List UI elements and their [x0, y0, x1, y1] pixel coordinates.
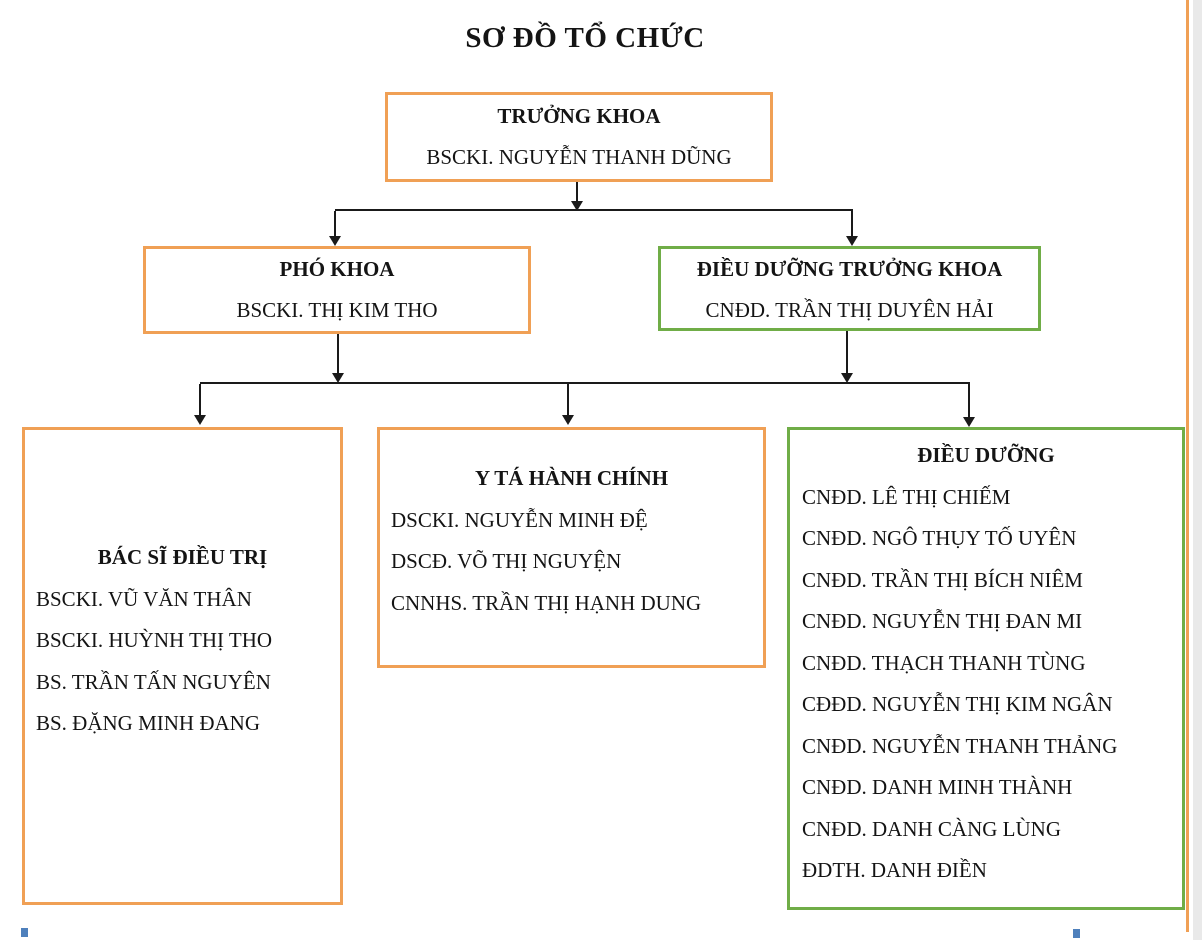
list-item: BSCKI. VŨ VĂN THÂN: [36, 586, 252, 611]
role-y-ta-hanh-chinh: Y TÁ HÀNH CHÍNH: [474, 466, 669, 490]
physician-list: BSCKI. VŨ VĂN THÂN BSCKI. HUỲNH THỊ THO …: [25, 579, 340, 745]
arrowhead-icon: [194, 415, 206, 425]
list-item: CNĐD. DANH CÀNG LÙNG: [802, 816, 1061, 841]
admin-nurse-list: DSCKI. NGUYỄN MINH ĐỆ DSCĐ. VÕ THỊ NGUYỆ…: [380, 500, 763, 625]
connector-line: [200, 382, 970, 384]
connector-line: [851, 211, 853, 237]
list-item: BSCKI. HUỲNH THỊ THO: [36, 628, 273, 652]
page-title: SƠ ĐỒ TỔ CHỨC: [465, 22, 705, 54]
list-item: CNĐD. DANH MINH THÀNH: [802, 775, 1073, 799]
list-item: CNĐD. NGUYỄN THANH THẢNG: [802, 733, 1118, 758]
list-item: CNĐD. NGÔ THỤY TỐ UYÊN: [802, 526, 1077, 550]
list-item: CNĐD. NGUYỄN THỊ ĐAN MI: [802, 609, 1083, 633]
arrowhead-icon: [571, 201, 583, 211]
name-truong-khoa: BSCKI. NGUYỄN THANH DŨNG: [426, 145, 732, 169]
list-item: CNĐD. THẠCH THANH TÙNG: [802, 650, 1086, 675]
connector-line: [335, 209, 853, 211]
list-item: ĐDTH. DANH ĐIỀN: [802, 858, 987, 882]
arrowhead-icon: [332, 373, 344, 383]
connector-line: [968, 384, 970, 417]
arrowhead-icon: [846, 236, 858, 246]
role-truong-khoa: TRƯỞNG KHOA: [497, 104, 661, 128]
role-dieu-duong: ĐIỀU DƯỠNG: [917, 443, 1055, 467]
list-item: DSCĐ. VÕ THỊ NGUYỆN: [391, 549, 622, 573]
shape-resize-handle[interactable]: [1073, 929, 1080, 938]
list-item: CĐĐD. NGUYỄN THỊ KIM NGÂN: [802, 692, 1113, 716]
list-item: DSCKI. NGUYỄN MINH ĐỆ: [391, 507, 648, 532]
page-edge-strip: [1193, 0, 1202, 940]
connector-line: [567, 384, 569, 416]
name-dieu-duong-truong-khoa: CNĐD. TRẦN THỊ DUYÊN HẢI: [705, 298, 994, 322]
canvas-right-border: [1186, 0, 1189, 932]
list-item: BS. ĐẶNG MINH ĐANG: [36, 711, 261, 735]
shape-resize-handle[interactable]: [21, 928, 28, 937]
arrowhead-icon: [562, 415, 574, 425]
name-pho-khoa: BSCKI. THỊ KIM THO: [236, 298, 438, 322]
role-bac-si-dieu-tri: BÁC SĨ ĐIỀU TRỊ: [97, 545, 268, 569]
role-dieu-duong-truong-khoa: ĐIỀU DƯỠNG TRƯỞNG KHOA: [696, 257, 1003, 281]
arrowhead-icon: [329, 236, 341, 246]
connector-line: [199, 384, 201, 416]
list-item: CNĐD. LÊ THỊ CHIẾM: [802, 484, 1011, 509]
box-dieu-duong-truong-khoa: ĐIỀU DƯỠNG TRƯỞNG KHOA CNĐD. TRẦN THỊ DU…: [658, 246, 1041, 331]
role-pho-khoa: PHÓ KHOA: [279, 257, 395, 281]
arrowhead-icon: [841, 373, 853, 383]
connector-line: [337, 334, 339, 374]
box-y-ta-hanh-chinh: Y TÁ HÀNH CHÍNH DSCKI. NGUYỄN MINH ĐỆ DS…: [377, 427, 766, 668]
box-truong-khoa: TRƯỞNG KHOA BSCKI. NGUYỄN THANH DŨNG: [385, 92, 773, 182]
nurse-list: CNĐD. LÊ THỊ CHIẾM CNĐD. NGÔ THỤY TỐ UYÊ…: [790, 477, 1182, 892]
arrowhead-icon: [963, 417, 975, 427]
connector-line: [576, 182, 578, 203]
list-item: BS. TRẦN TẤN NGUYÊN: [36, 669, 271, 694]
box-dieu-duong: ĐIỀU DƯỠNG CNĐD. LÊ THỊ CHIẾM CNĐD. NGÔ …: [787, 427, 1185, 910]
list-item: CNNHS. TRẦN THỊ HẠNH DUNG: [391, 590, 702, 615]
connector-line: [334, 211, 336, 237]
box-pho-khoa: PHÓ KHOA BSCKI. THỊ KIM THO: [143, 246, 531, 334]
list-item: CNĐD. TRẦN THỊ BÍCH NIÊM: [802, 567, 1083, 592]
connector-line: [846, 331, 848, 374]
box-bac-si-dieu-tri: BÁC SĨ ĐIỀU TRỊ BSCKI. VŨ VĂN THÂN BSCKI…: [22, 427, 343, 905]
